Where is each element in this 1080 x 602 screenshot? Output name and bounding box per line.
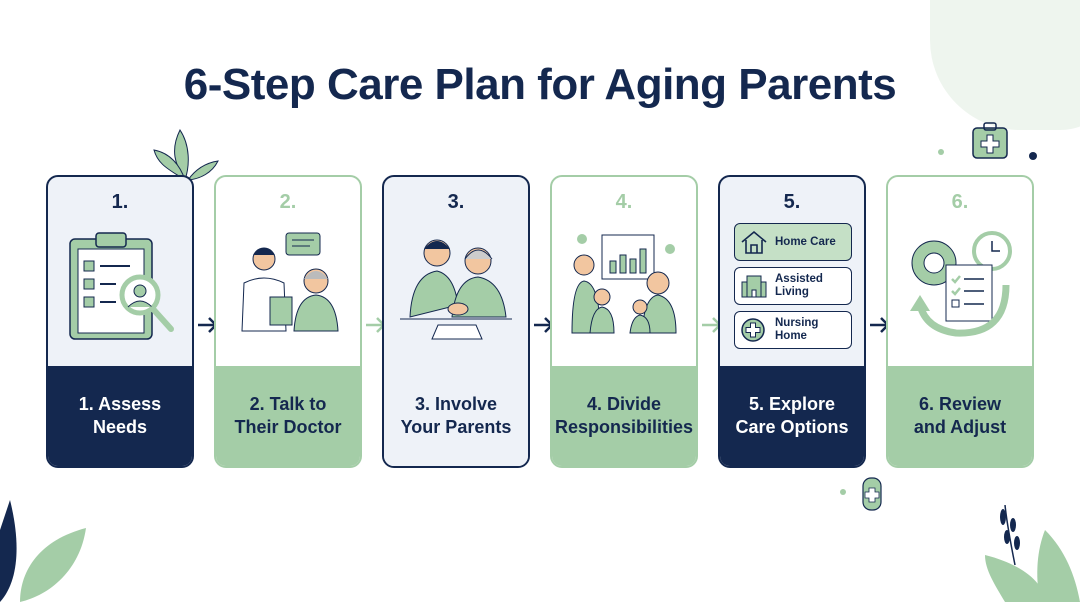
step-number: 3. xyxy=(447,191,465,213)
step-number: 1. xyxy=(111,191,129,213)
step-number: 4. xyxy=(615,191,633,213)
leaf-icon xyxy=(0,500,86,602)
page-title: 6-Step Care Plan for Aging Parents xyxy=(183,60,897,109)
leaf-icon xyxy=(985,505,1080,602)
house-icon xyxy=(741,230,767,254)
step-number: 6. xyxy=(951,191,969,213)
step-number: 2. xyxy=(279,191,297,213)
leaf-icon xyxy=(153,129,219,180)
option-home-care: Home Care xyxy=(734,223,852,261)
medical-badge-icon xyxy=(840,477,882,511)
step-number: 5. xyxy=(783,191,801,213)
building-icon xyxy=(741,275,767,298)
gear-clock-checklist-icon xyxy=(910,231,1012,337)
first-aid-kit-icon xyxy=(938,122,1037,160)
medical-cross-icon xyxy=(741,318,765,342)
family-chart-icon xyxy=(571,234,677,334)
doctor-patient-icon xyxy=(241,232,339,332)
clipboard-magnifier-icon xyxy=(69,232,174,340)
handshake-icon xyxy=(400,239,512,340)
